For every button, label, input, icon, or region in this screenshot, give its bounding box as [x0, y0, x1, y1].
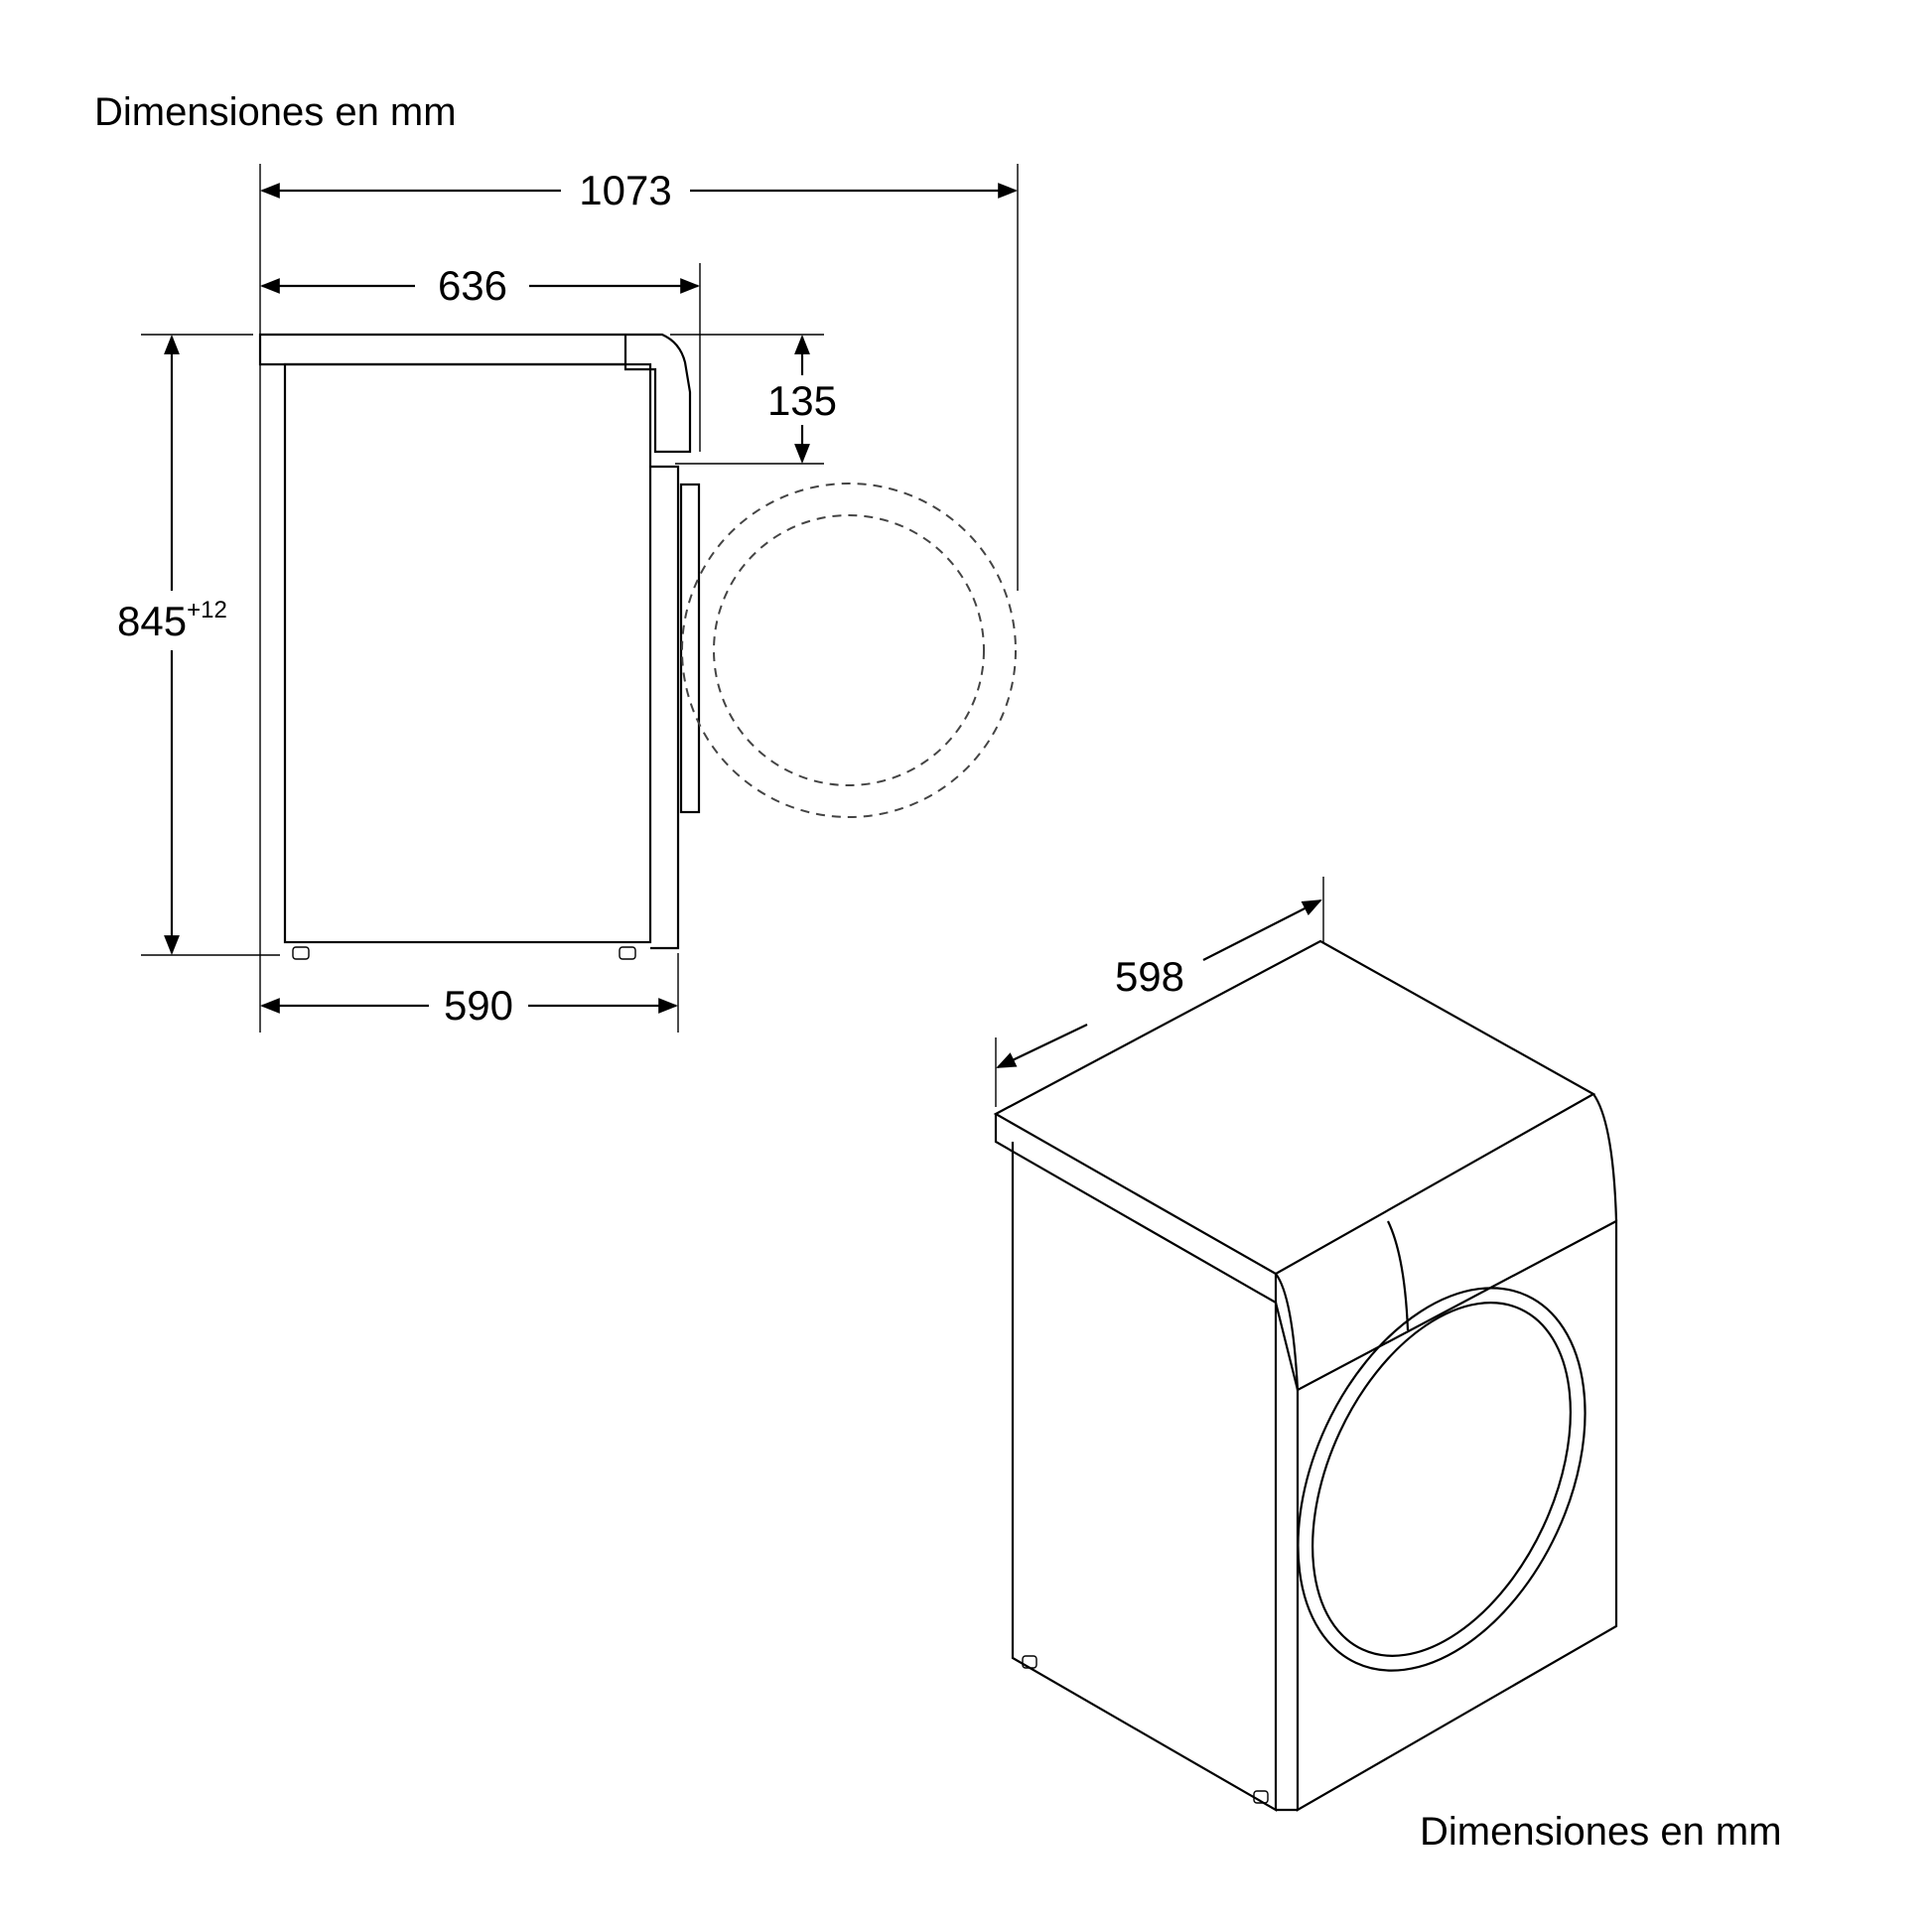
foot-left	[1022, 1655, 1037, 1669]
door-outer	[1297, 1287, 1587, 1672]
dim-label-636: 636	[438, 262, 507, 309]
worktop-right-curve	[1592, 1093, 1618, 1222]
door-swing-inner	[713, 514, 985, 786]
heading-bottom: Dimensiones en mm	[1420, 1810, 1782, 1854]
worktop-profile	[258, 333, 692, 454]
worktop-top	[993, 939, 1596, 1276]
front-panel-side	[650, 465, 680, 950]
door-swing-outer	[681, 483, 1017, 818]
foot-rear	[292, 946, 310, 960]
cabinet-front	[1296, 1239, 1618, 1812]
door-inner	[1311, 1302, 1572, 1657]
dim-arrow-598-right	[1202, 899, 1322, 961]
dim-label-1073: 1073	[579, 167, 671, 213]
dim-arrow-598-left	[996, 1024, 1088, 1068]
dim-label-590: 590	[444, 982, 513, 1029]
drawer-divider	[1387, 1220, 1410, 1331]
worktop-front-edge	[994, 1114, 1278, 1305]
dim-label-598: 598	[1115, 953, 1184, 1000]
foot-center	[1253, 1790, 1269, 1804]
cabinet-left-side	[1011, 1142, 1278, 1812]
cabinet-side	[283, 362, 652, 944]
side-view: 1073 636 135 845+12 590	[117, 164, 1019, 1033]
dim-label-845: 845+12	[117, 597, 227, 644]
control-panel-left	[1274, 1302, 1300, 1391]
heading-top: Dimensiones en mm	[94, 90, 457, 134]
dim-label-135: 135	[767, 377, 837, 424]
iso-view: 598	[993, 877, 1618, 1812]
foot-front	[619, 946, 636, 960]
door-side	[679, 483, 701, 814]
